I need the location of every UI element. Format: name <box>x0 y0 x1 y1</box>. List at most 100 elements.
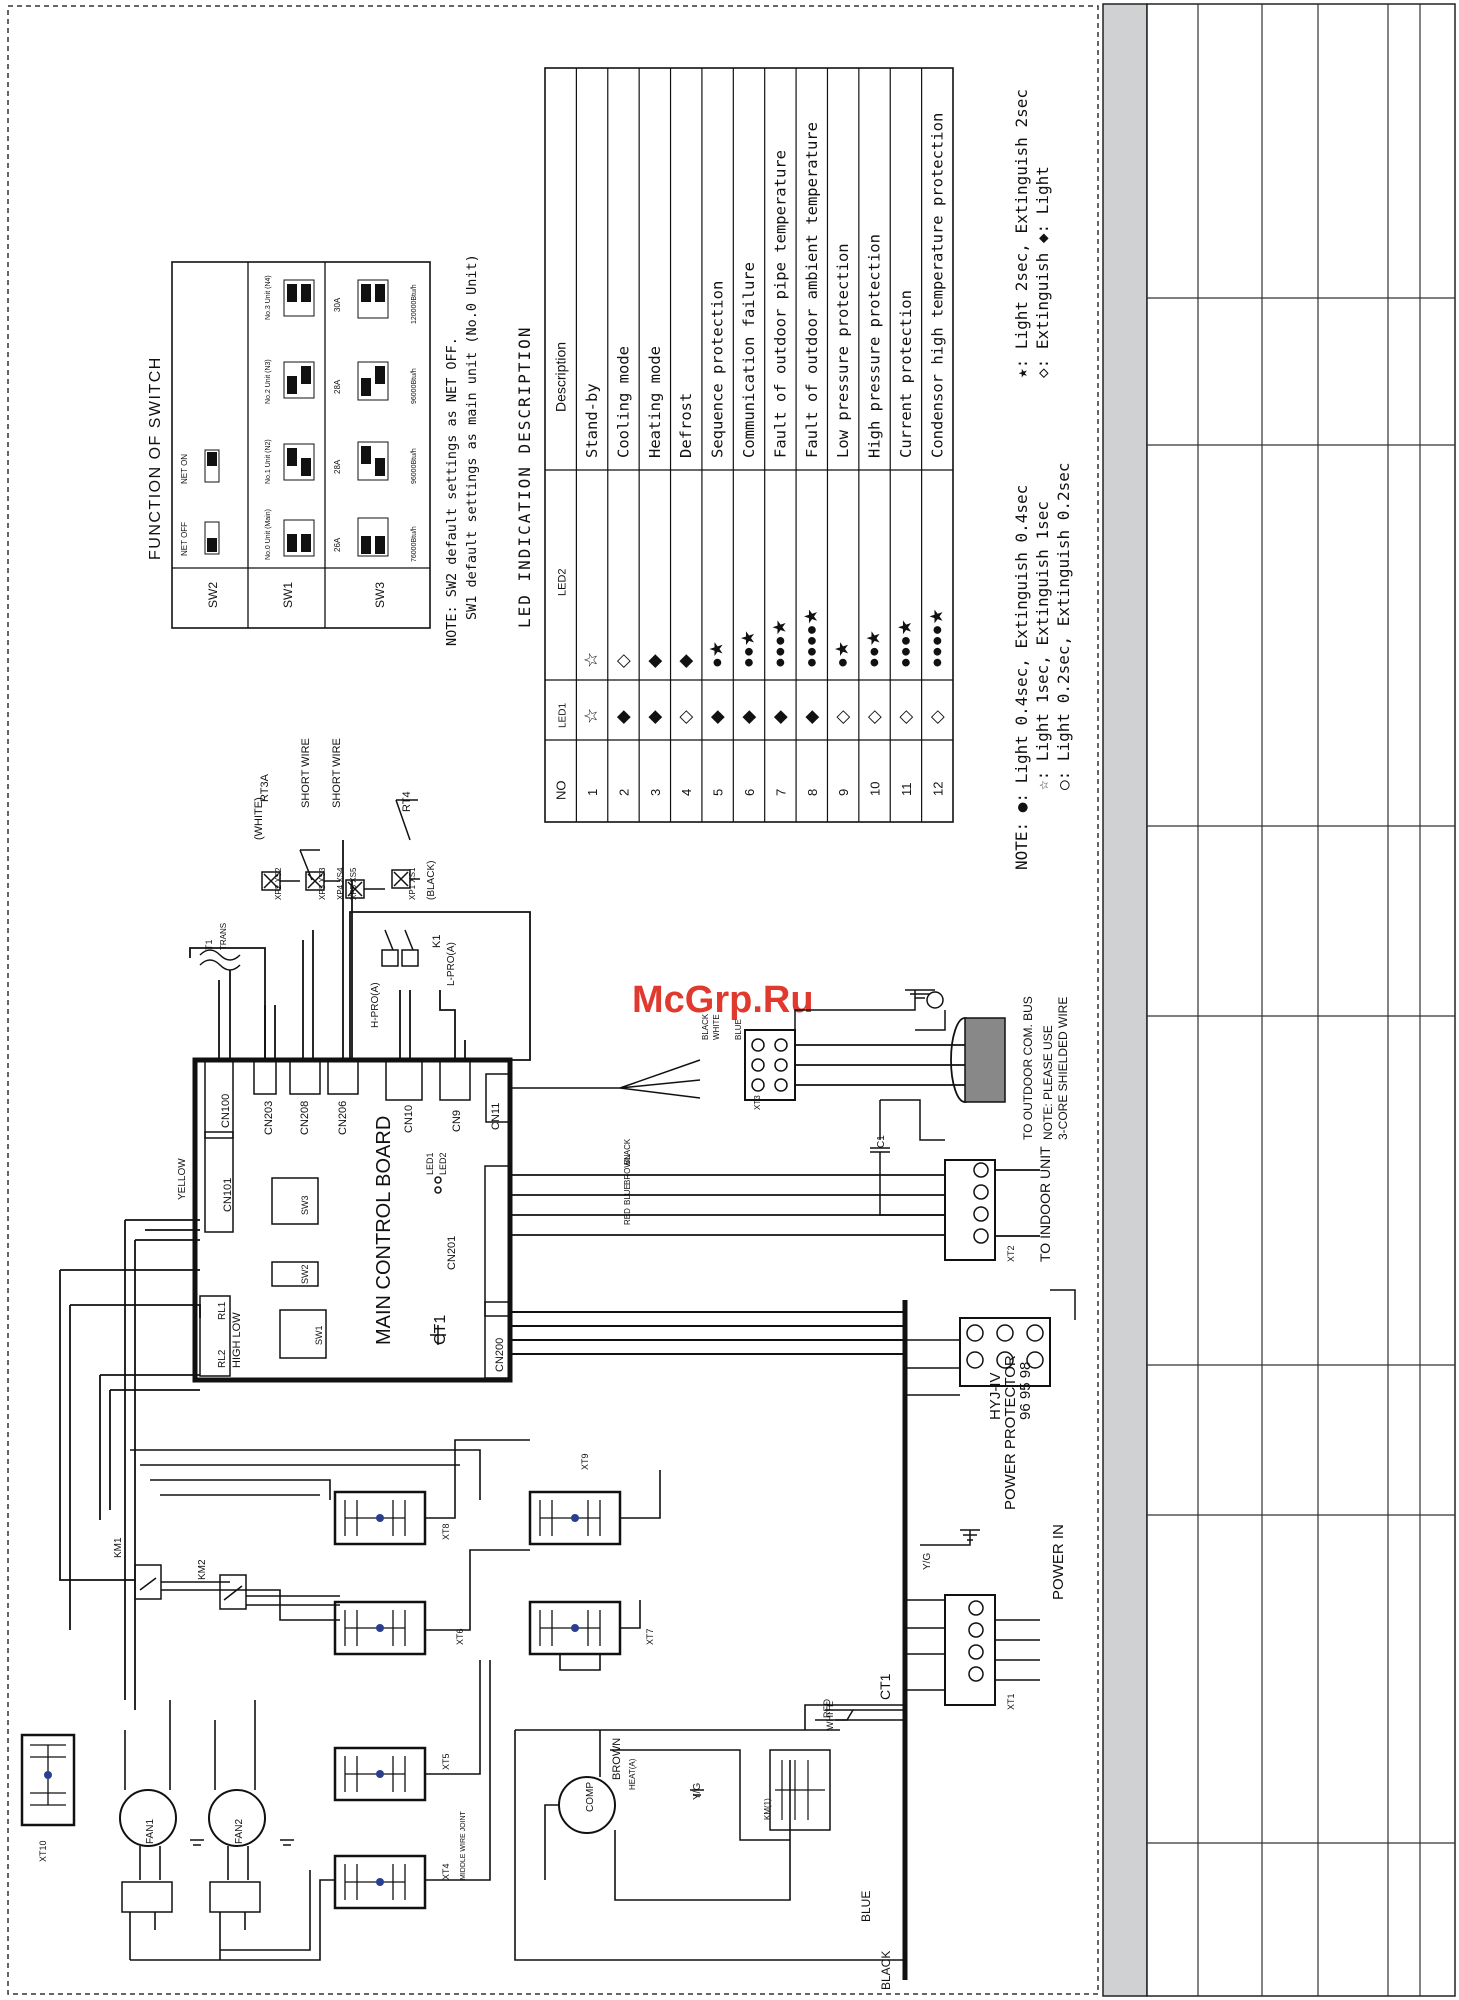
wire-label-14: H-PRO(A) <box>370 982 381 1028</box>
led-row-led1: ◇ <box>675 710 695 724</box>
watermark: McGrp.Ru <box>632 979 814 1021</box>
board-part-ct1: CT1 <box>432 1315 449 1345</box>
svg-text:76000Btu/h: 76000Btu/h <box>411 526 418 562</box>
sw1-options: No.0 Unit (Main) No.1 Unit (N2) No.2 Uni… <box>265 275 315 560</box>
wire-label-2: (WHITE) <box>253 797 265 840</box>
led-row-led2: ●●★ <box>864 630 884 668</box>
wire-label-51: MIDDLE WIRE JOINT <box>460 1810 467 1880</box>
wire-label-19: XT3 <box>753 1095 762 1110</box>
led-row-led1: ◆ <box>644 710 664 724</box>
wire-label-23: C1 <box>876 1135 887 1148</box>
sw3-option-96000a: 28A 96000Btu/h <box>333 441 418 484</box>
board-part-cn200: CN200 <box>494 1338 506 1372</box>
wire-label-17: WHITE <box>712 1014 721 1040</box>
led-row-description: Sequence protection <box>709 281 727 458</box>
main-control-board-label: MAIN CONTROL BOARD <box>373 1116 395 1345</box>
board-part-rl1: RL1 <box>217 1301 228 1320</box>
led-row-led1: ◆ <box>801 710 821 724</box>
led-row-description: Fault of outdoor pipe temperature <box>771 150 789 458</box>
board-part-led1: LED1 <box>425 1152 435 1175</box>
led-row-no: 3 <box>648 789 663 796</box>
led-row-no: 1 <box>585 789 600 796</box>
wire-label-0: T1 <box>204 939 214 950</box>
sw1-option-unit3: No.3 Unit (N4) <box>265 275 315 320</box>
led-row-led1: ◇ <box>895 710 915 724</box>
board-part-cn11: CN11 <box>490 1103 502 1130</box>
wire-label-1: TRANS <box>219 923 228 950</box>
led-row-description: Low pressure protection <box>834 243 852 458</box>
wire-label-49: XT8 <box>441 1523 451 1540</box>
board-part-cn201: CN201 <box>446 1236 458 1270</box>
led-row-no: 10 <box>868 782 883 796</box>
led-row-led2: ◆ <box>644 654 664 668</box>
wire-label-4: SHORT WIRE <box>300 738 312 808</box>
wire-label-38: KM2 <box>197 1559 208 1580</box>
board-part-sw2: SW2 <box>300 1264 310 1284</box>
switch-function-title: FUNCTION OF SWITCH <box>147 356 164 560</box>
page-border <box>7 5 1099 1995</box>
led-header-no: NO <box>554 781 569 801</box>
led-row-no: 6 <box>742 789 757 796</box>
wire-label-3: RT3A <box>259 773 271 802</box>
led-row-led2: ●★ <box>707 641 727 668</box>
sw1-row-label: SW1 <box>281 582 295 608</box>
wire-label-33: POWER IN <box>1050 1524 1067 1600</box>
wire-label-18: BLUE <box>734 1019 743 1040</box>
led-legend-line-5: ◇: Extinguish ◆: Light <box>1033 166 1052 378</box>
led-row-led2: ☆ <box>581 652 601 668</box>
svg-text:96000Btu/h: 96000Btu/h <box>411 448 418 484</box>
wire-label-30: POWER PROTECTOR <box>1002 1355 1019 1510</box>
led-row-description: Defrost <box>677 393 695 458</box>
board-part-cn10: CN10 <box>403 1105 415 1133</box>
wire-label-56: BROWN <box>611 1738 623 1780</box>
board-connectors <box>199 1059 511 1379</box>
led-row-no: 2 <box>616 789 631 796</box>
svg-text:26A: 26A <box>333 537 342 552</box>
wire-label-5: SHORT WIRE <box>331 738 343 808</box>
led-row-led2: ●●●●★ <box>926 608 946 668</box>
led-row-led1: ☆ <box>581 708 601 724</box>
wire-label-32: 96 95 98 <box>1017 1362 1034 1420</box>
wire-label-48: XT7 <box>645 1628 655 1645</box>
led-row-no: 5 <box>711 789 726 796</box>
sw2-option-net-off: NET OFF <box>180 521 220 556</box>
board-part-sw3: SW3 <box>300 1195 310 1215</box>
led-row-no: 9 <box>836 789 851 796</box>
svg-text:NET ON: NET ON <box>180 454 189 484</box>
wire-label-22: 3-CORE SHIELDED WIRE <box>1056 997 1070 1140</box>
joint-details <box>30 1500 601 1900</box>
led-row-description: Heating mode <box>646 346 664 458</box>
svg-text:30A: 30A <box>333 297 342 312</box>
wire-label-58: Y/G <box>692 1783 703 1800</box>
svg-text:28A: 28A <box>333 379 342 394</box>
led-row-led1: ◆ <box>738 710 758 724</box>
wire-label-8: XP2 XS2 <box>274 867 283 900</box>
wire-label-50: XT9 <box>580 1453 590 1470</box>
led-row-led2: ◆ <box>675 654 695 668</box>
sw1-option-unit1: No.1 Unit (N2) <box>265 439 315 484</box>
wire-label-45: XT4 <box>441 1863 451 1880</box>
sw2-option-net-on: NET ON <box>180 449 220 484</box>
board-part-rl2: RL2 <box>217 1349 228 1368</box>
wire-label-54: BLUE <box>859 1891 873 1922</box>
board-part-high-low: HIGH LOW <box>231 1312 243 1368</box>
svg-text:No.3 Unit (N4): No.3 Unit (N4) <box>265 275 272 320</box>
board-part-cn101: CN101 <box>222 1178 234 1212</box>
wire-label-40: FAN1 <box>145 1819 156 1844</box>
wire-label-29: RED <box>623 1208 632 1225</box>
led-row-no: 12 <box>930 782 945 796</box>
led-legend-line-2: ☆: Light 1sec, Extinguish 1sec <box>1033 501 1052 790</box>
sw3-option-96000b: 28A 96000Btu/h <box>333 361 418 404</box>
wire-label-20: TO OUTDOOR COM. BUS <box>1021 996 1035 1140</box>
board-part-cn206: CN206 <box>337 1101 349 1135</box>
switch-note-line2: SW1 default settings as main unit (No.0 … <box>464 254 480 620</box>
wire-label-37: KM1 <box>113 1537 124 1558</box>
led-row-description: Current protection <box>897 290 915 458</box>
led-row-description: Cooling mode <box>614 346 632 458</box>
switch-note-line1: NOTE: SW2 default settings as NET OFF. <box>444 337 460 646</box>
sw1-option-unit2: No.2 Unit (N3) <box>265 359 315 404</box>
wire-label-28: BLUE <box>623 1184 632 1205</box>
svg-text:28A: 28A <box>333 459 342 474</box>
led-legend-line-4: ★: Light 2sec, Extinguish 2sec <box>1012 89 1031 378</box>
